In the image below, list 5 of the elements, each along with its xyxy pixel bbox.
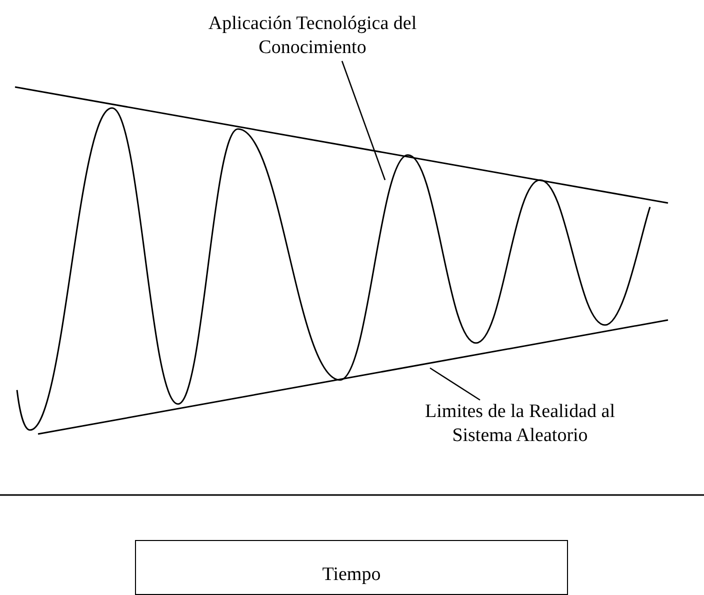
leader-line <box>430 367 480 401</box>
callout-label: Aplicación Tecnológica del Conocimiento <box>165 12 460 60</box>
leader-line <box>341 60 386 180</box>
callout-label: Limites de la Realidad al Sistema Aleatorio <box>400 400 640 448</box>
axis-label-box: Tiempo <box>135 540 568 595</box>
